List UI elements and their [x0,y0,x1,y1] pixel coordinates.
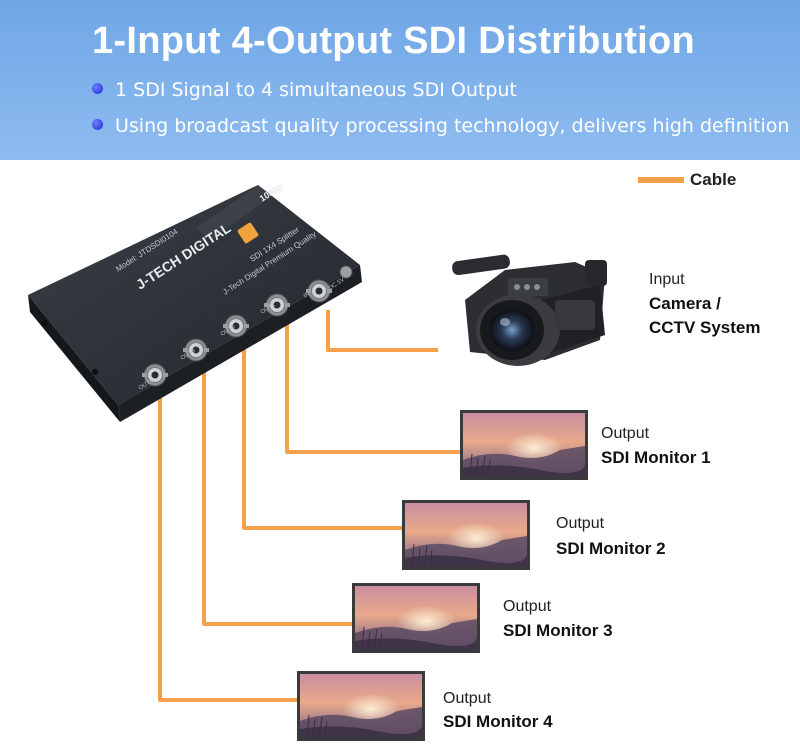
legend-cable-swatch [638,177,684,183]
camera-icon [452,254,607,366]
splitter-device: J-TECH DIGITAL Model: JTDSDI0104 J-Tech … [28,181,362,422]
monitor-1-icon [459,409,589,481]
bullet-1: 1 SDI Signal to 4 simultaneous SDI Outpu… [92,79,517,101]
banner-title: 1-Input 4-Output SDI Distribution [92,20,696,62]
monitor-3-icon [351,582,481,654]
output-2-caption: Output [556,515,605,532]
bullet-dot-icon [92,119,103,130]
port-label-in: IN [303,291,311,299]
output-4-name: SDI Monitor 4 [443,712,553,731]
legend-cable-label: Cable [690,170,737,189]
bullet-dot-icon [92,83,103,94]
bullet-2: Using broadcast quality processing techn… [92,115,789,137]
output-3-name: SDI Monitor 3 [503,621,613,640]
cable-input [326,310,438,352]
brand-logo-icon [237,222,259,244]
output-1-caption: Output [601,425,650,442]
input-name-line2: CCTV System [649,318,761,337]
cable-output-4 [158,382,297,702]
monitor-2-icon [401,499,531,571]
monitor-4-icon [296,670,426,742]
bullet-1-text: 1 SDI Signal to 4 simultaneous SDI Outpu… [115,79,517,101]
cable-output-1 [285,318,460,454]
output-2-name: SDI Monitor 2 [556,539,666,558]
input-name-line1: Camera / [649,294,721,313]
output-3-caption: Output [503,598,552,615]
cables [158,310,460,702]
bullet-2-text: Using broadcast quality processing techn… [115,115,790,137]
cable-output-2 [242,338,402,530]
input-caption: Input [649,271,685,288]
port-dc5v [339,265,353,279]
output-1-name: SDI Monitor 1 [601,448,711,467]
cable-output-3 [202,360,352,626]
header-banner: 1-Input 4-Output SDI Distribution 1 SDI … [0,0,800,160]
output-4-caption: Output [443,690,492,707]
